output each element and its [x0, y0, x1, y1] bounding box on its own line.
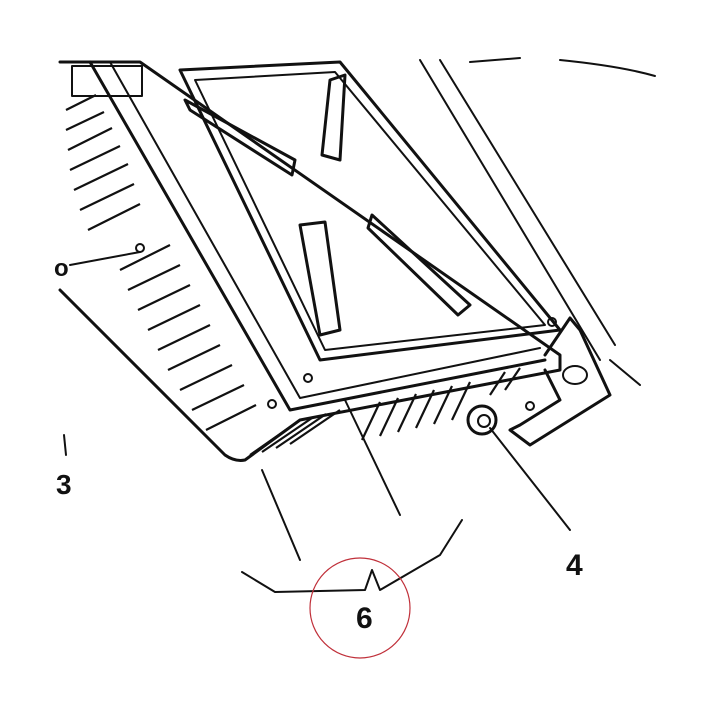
- housing-top-rim: [88, 60, 547, 412]
- cooling-fins-left: [65, 94, 257, 431]
- right-panel-edge: [419, 59, 641, 386]
- mounting-bracket: [508, 316, 612, 447]
- rib-lower-right: [366, 213, 472, 317]
- label-plate: [71, 65, 143, 97]
- leader-part-4: [489, 427, 571, 531]
- rib-upper-right: [320, 73, 347, 162]
- callout-6: 6: [356, 602, 373, 635]
- rib-lower-left: [298, 220, 342, 337]
- housing-inner-rim: [109, 61, 541, 399]
- nut-outer: [466, 404, 498, 436]
- cover-screw-right: [547, 317, 557, 327]
- cover-plate-inner: [194, 71, 546, 351]
- nut-inner: [477, 414, 491, 428]
- leader-part-6-mid: [344, 399, 401, 516]
- housing-outline: [58, 60, 562, 462]
- callout-partial-3: 3: [56, 469, 72, 500]
- cover-plate: [178, 60, 562, 362]
- bracket-slot: [562, 365, 588, 385]
- leader-part-6-left: [261, 469, 301, 561]
- left-tick: [63, 434, 67, 456]
- cover-screw-front: [303, 373, 313, 383]
- leader-left-partial: [69, 251, 141, 266]
- rib-upper-left: [183, 98, 297, 177]
- callout-partial-o: o: [54, 255, 69, 282]
- highlight-circle-6: [309, 557, 411, 659]
- bracket-hole: [525, 401, 535, 411]
- housing-screw-front: [267, 399, 277, 409]
- cooling-fins-front: [249, 367, 521, 456]
- top-right-curve: [469, 57, 656, 77]
- bracket-part-6: [241, 519, 463, 593]
- callout-4: 4: [566, 549, 583, 582]
- housing-screw-left: [135, 243, 145, 253]
